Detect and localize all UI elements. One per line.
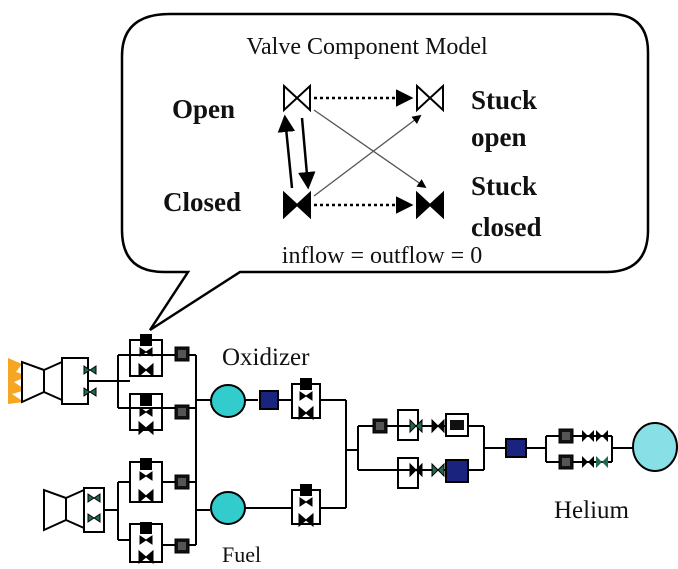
closed-to-open-arrow [277,114,296,189]
open-to-closed-arrow [298,117,316,190]
latch-valve-icon [174,346,190,362]
solenoid-valve-icon [299,377,313,401]
valve-icon [409,418,423,434]
valve-icon [582,456,594,468]
fuel-tank [210,491,246,525]
latch-valve-icon [558,428,574,444]
closed-to-stuck-open-arrow [313,114,422,197]
helium-tank [632,422,678,472]
isolation-valve-icon [83,365,97,375]
valve-icon [596,456,608,468]
solenoid-valve-icon [139,457,153,481]
propulsion-schematic: Oxidizer Fuel [8,333,678,567]
solenoid-valve-icon [299,483,313,507]
fuel-label: Fuel [222,542,261,567]
valve-icon [596,430,608,442]
isolation-valve-icon [87,493,101,503]
valve-icon [409,462,423,478]
valve-icon [138,363,154,377]
solenoid-valve-icon [139,393,153,417]
valve-icon [138,489,154,503]
latch-valve-icon [174,404,190,420]
isolation-valve-icon [87,513,101,523]
latch-valve-icon [174,538,190,554]
state-label-stuck-closed-2: closed [471,212,542,242]
callout-bubble [120,12,650,332]
valve-icon [431,418,445,434]
oxidizer-regulator [259,390,279,410]
component-model-callout: Valve Component Model Open Closed Stuck … [120,12,650,332]
valve-icon [138,421,154,435]
flow-equation: inflow = outflow = 0 [282,243,482,269]
latch-valve-icon [174,474,190,490]
open-to-stuck-closed-arrow [313,109,427,189]
oxidizer-tank [210,384,246,418]
upper-thruster [8,357,102,405]
isolation-valve-icon [83,387,97,397]
solenoid-valve-icon [139,521,153,545]
check-valve-icon [372,418,388,434]
oxidizer-label: Oxidizer [222,344,310,371]
state-label-open: Open [172,94,235,124]
latch-valve-icon [558,454,574,470]
lower-thruster [43,487,105,533]
state-label-stuck-open-1: Stuck [471,85,537,115]
thruster-flame-icon [8,358,28,404]
helium-regulator [505,438,527,458]
state-label-stuck-open-2: open [471,122,527,152]
state-label-closed: Closed [163,187,241,217]
solenoid-valve-icon [139,333,153,357]
valve-icon [431,462,445,478]
state-transitions [277,89,427,214]
valve-icon [582,430,594,442]
state-label-stuck-closed-1: Stuck [471,171,537,201]
callout-title: Valve Component Model [246,34,488,60]
lower-valve-manifold [104,440,197,564]
helium-label: Helium [554,497,630,524]
